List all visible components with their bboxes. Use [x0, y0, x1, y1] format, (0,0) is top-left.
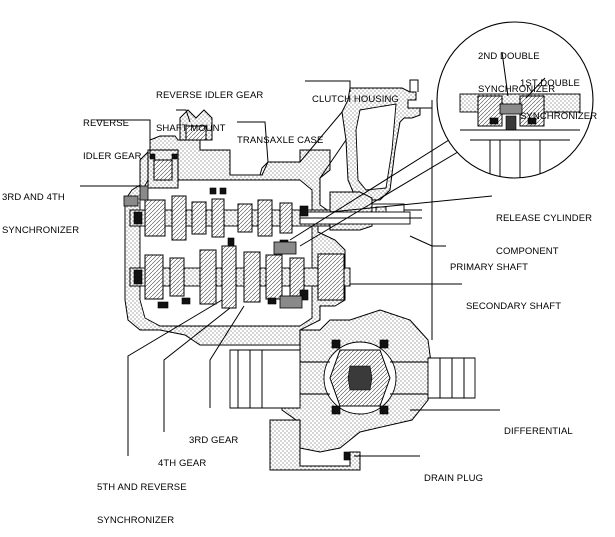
label-line: 1ST DOUBLE: [520, 78, 580, 89]
label-3rd-gear: 3RD GEAR: [189, 413, 238, 457]
label-line: PRIMARY SHAFT: [450, 262, 529, 273]
label-reverse-idler-gear-shaft-mount: REVERSE IDLER GEAR SHAFT MOUNT: [156, 68, 263, 145]
synchronizer-3rd-4th: [123, 185, 149, 207]
label-line: IDLER GEAR: [83, 151, 142, 162]
differential-housing: [281, 309, 433, 453]
label-line: SYNCHRONIZER: [478, 84, 556, 95]
primary-shaft: [129, 195, 411, 241]
label-release-cylinder-component: RELEASE CYLINDER COMPONENT: [496, 191, 592, 268]
label-1st-double-synchronizer: 1ST DOUBLE SYNCHRONIZER: [520, 56, 597, 133]
secondary-shaft: [129, 245, 351, 309]
label-line: 3RD AND 4TH: [2, 192, 65, 203]
label-differential: DIFFERENTIAL: [504, 404, 573, 448]
label-4th-gear: 4TH GEAR: [158, 436, 206, 480]
label-drain-plug: DRAIN PLUG: [424, 451, 483, 495]
label-transaxle-case: TRANSAXLE CASE: [237, 113, 323, 157]
label-line: DIFFERENTIAL: [504, 426, 573, 437]
label-line: 2ND DOUBLE: [478, 51, 540, 62]
label-line: DRAIN PLUG: [424, 473, 484, 484]
label-line: SECONDARY SHAFT: [466, 301, 562, 312]
label-line: SHAFT MOUNT: [156, 123, 226, 134]
label-reverse-idler-gear: REVERSE IDLER GEAR: [83, 96, 142, 173]
label-line: REVERSE IDLER GEAR: [156, 90, 264, 101]
case-leader-bend: [259, 161, 269, 176]
double-synchronizer-region: [273, 241, 303, 309]
reverse-idler-gear-assembly: [147, 109, 227, 195]
label-3rd-4th-synchronizer: 3RD AND 4TH SYNCHRONIZER: [2, 170, 79, 247]
clutch-housing: [299, 79, 433, 340]
label-line: COMPONENT: [496, 246, 559, 257]
label-2nd-double-synchronizer: 2ND DOUBLE SYNCHRONIZER: [478, 29, 555, 106]
label-secondary-shaft: SECONDARY SHAFT: [466, 279, 561, 323]
leader-lines: [80, 51, 546, 457]
drive-shafts: [229, 349, 476, 409]
label-line: 5TH AND REVERSE: [97, 482, 187, 493]
label-line: SYNCHRONIZER: [2, 225, 80, 236]
synchronizer-detail-callout: [289, 21, 594, 247]
label-primary-shaft: PRIMARY SHAFT: [450, 240, 528, 284]
label-line: RELEASE CYLINDER: [496, 213, 593, 224]
label-line: TRANSAXLE CASE: [237, 135, 324, 146]
label-line: REVERSE: [83, 118, 130, 129]
label-line: 4TH GEAR: [158, 458, 207, 469]
label-line: SYNCHRONIZER: [97, 515, 175, 526]
label-5th-reverse-synchronizer: 5TH AND REVERSE SYNCHRONIZER: [97, 460, 187, 537]
label-clutch-housing: CLUTCH HOUSING: [312, 72, 399, 116]
transaxle-cutaway-diagram: [80, 21, 594, 471]
label-line: SYNCHRONIZER: [520, 111, 598, 122]
label-line: CLUTCH HOUSING: [312, 94, 399, 105]
label-line: 3RD GEAR: [189, 435, 239, 446]
